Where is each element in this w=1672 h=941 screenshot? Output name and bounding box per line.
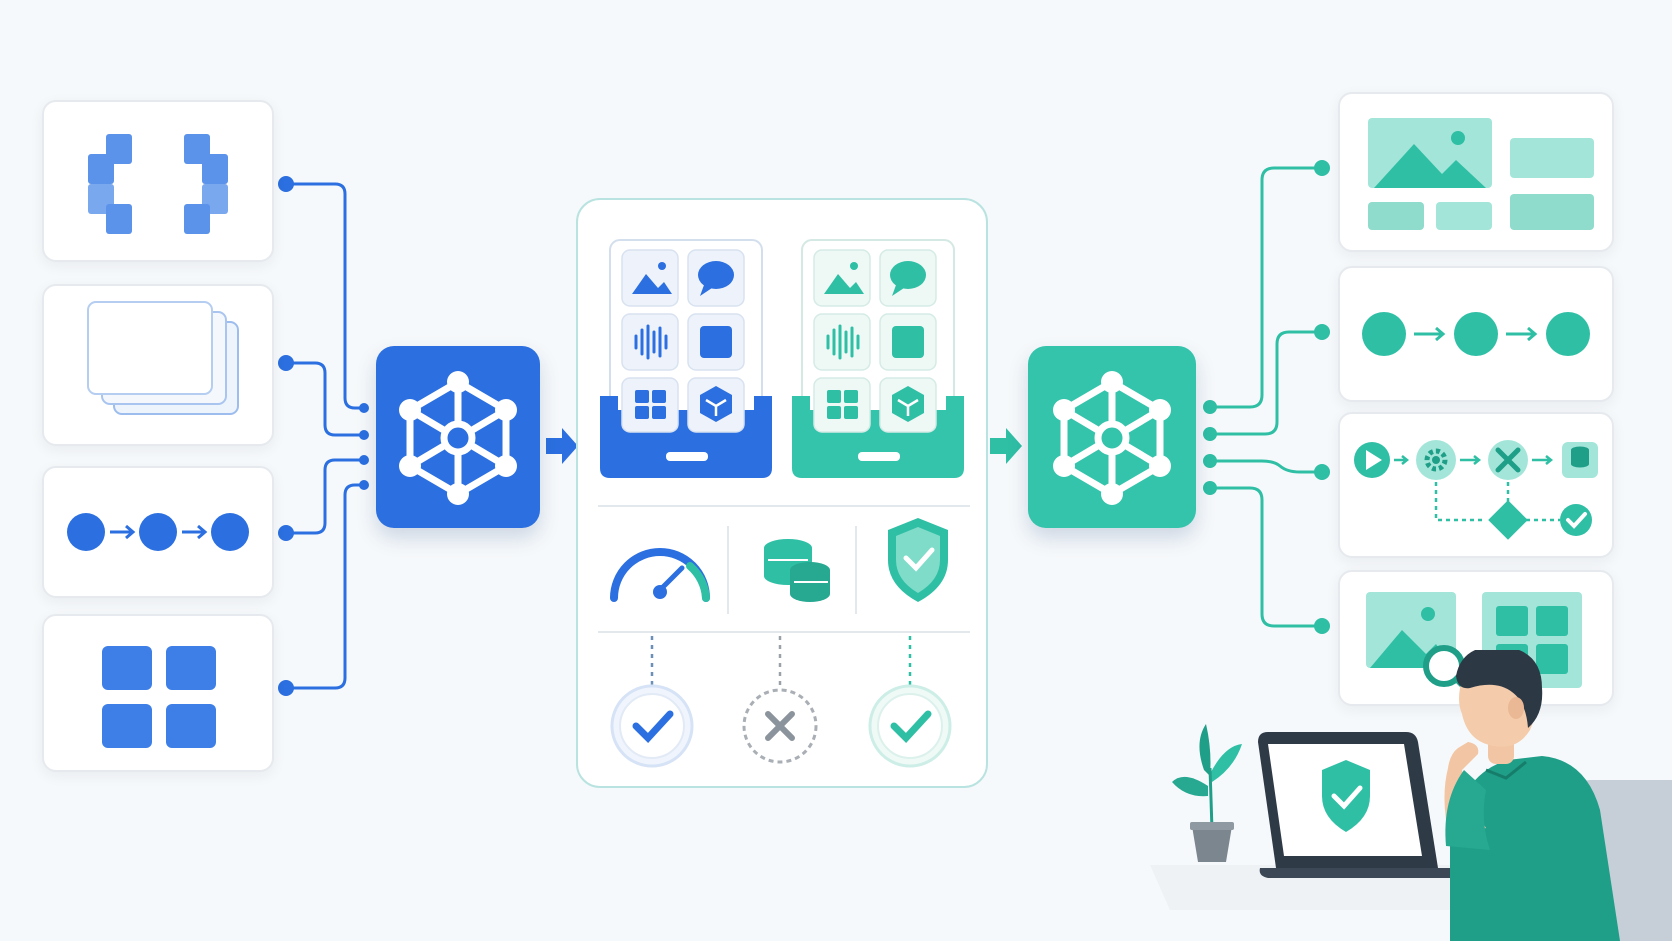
database-icon [764,539,830,602]
output-card-workflow[interactable] [1338,412,1614,558]
cube-icon [700,386,732,422]
audio-wave-icon [634,324,668,360]
image-icon [632,262,672,294]
code-brackets-icon [88,134,228,234]
cube-icon [892,386,924,422]
image-icon [824,262,864,294]
evaluation-panel [576,198,988,788]
result-fail-icon [742,688,818,764]
square-icon [892,326,924,358]
gear-icon [1424,448,1448,472]
grid-icon [827,390,858,419]
chat-bubble-icon [698,261,734,296]
tools-icon [1495,447,1521,473]
input-card-grid[interactable] [42,614,274,772]
square-icon [700,326,732,358]
result-pass-icon [868,684,952,768]
input-card-code[interactable] [42,100,274,262]
grid-blocks-icon [102,646,216,748]
image-layout-icon [1368,118,1594,230]
panel-contents [598,239,970,768]
output-card-layout[interactable] [1338,92,1614,252]
arrow-to-panel [546,428,578,464]
network-hub-icon [1053,371,1171,505]
plant-icon [1172,724,1242,862]
database-icon [1562,442,1598,478]
shield-check-icon [1322,760,1370,832]
result-pass-icon [610,684,694,768]
chat-bubble-icon [890,261,926,296]
node-sequence-icon [1362,312,1590,356]
input-card-sequence[interactable] [42,466,274,598]
person-thinking [1444,650,1620,941]
encoder-hub[interactable] [376,346,540,528]
arrow-to-hub [990,428,1022,464]
grid-icon [635,390,666,419]
stacked-documents-icon [87,301,239,415]
node-sequence-icon [67,513,249,551]
network-hub-icon [399,371,517,505]
person-at-laptop-scene [1150,650,1672,941]
speedometer-icon [610,548,710,602]
workflow-icon [1354,440,1598,540]
audio-wave-icon [826,324,860,360]
modality-tray-blue [600,239,772,478]
decoder-hub[interactable] [1028,346,1196,528]
modality-tray-teal [792,239,964,478]
output-card-sequence[interactable] [1338,266,1614,402]
input-card-documents[interactable] [42,284,274,446]
shield-check-icon [888,518,948,602]
